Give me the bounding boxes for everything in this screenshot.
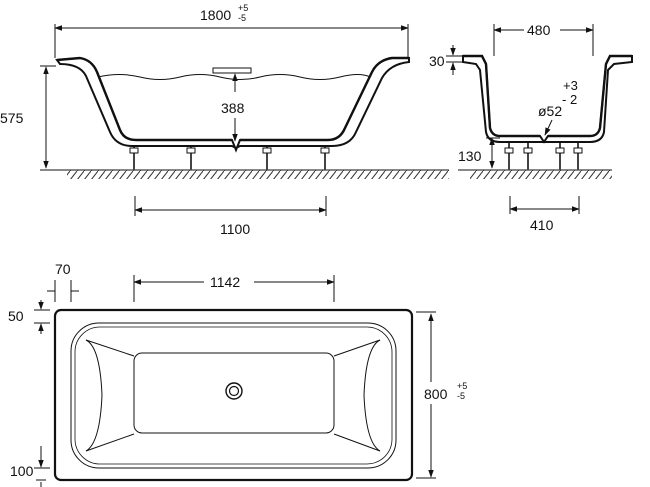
end-view: 480 30 +3 - 2 ø52 130 410	[429, 20, 633, 233]
end-legs	[504, 140, 583, 170]
top-inner-length-label: 1142	[210, 274, 240, 290]
side-view: 1800 +5 -5 575 388 1100	[0, 2, 449, 237]
end-width-label: 480	[527, 22, 551, 38]
top-width-label: 800	[424, 386, 448, 402]
side-feet-span-label: 1100	[220, 221, 250, 237]
side-depth-label: 388	[221, 100, 245, 116]
end-drain-tol-plus: +3	[563, 78, 578, 93]
side-length-tol-minus: -5	[238, 13, 246, 23]
drain-inner	[228, 385, 240, 397]
end-rim-label: 30	[429, 53, 445, 69]
top-width-tol-minus: -5	[457, 391, 465, 401]
top-view: 70 1142 50 100 800 +5 -5	[8, 261, 467, 487]
side-length-label: 1800	[200, 7, 231, 23]
floor-hatch-end	[470, 170, 612, 179]
top-side-rim-label: 50	[8, 308, 24, 324]
water-line	[97, 74, 371, 80]
side-height-label: 575	[0, 110, 24, 126]
top-end-rim-label: 100	[10, 463, 34, 479]
end-foot-height-label: 130	[458, 148, 482, 164]
top-width-tol-plus: +5	[457, 381, 467, 391]
end-feet-span-label: 410	[530, 217, 554, 233]
overflow-fitting	[212, 67, 252, 74]
floor-hatch	[67, 170, 449, 179]
end-drain-diameter-label: ø52	[538, 103, 562, 119]
end-drain-tol-minus: - 2	[562, 92, 577, 107]
side-length-tol-plus: +5	[238, 3, 248, 13]
top-rim-offset-label: 70	[55, 261, 71, 277]
